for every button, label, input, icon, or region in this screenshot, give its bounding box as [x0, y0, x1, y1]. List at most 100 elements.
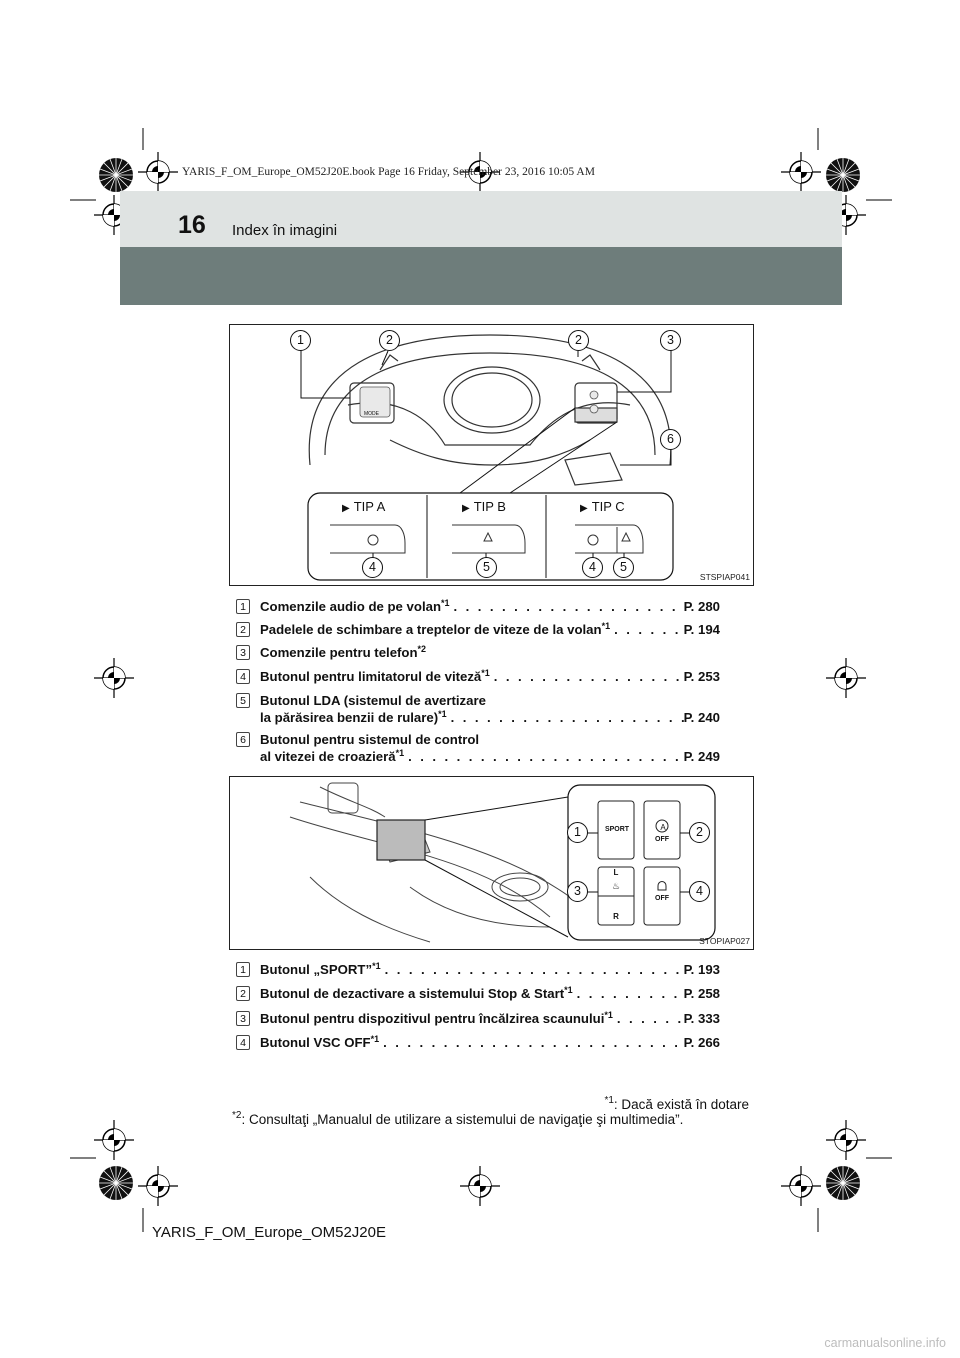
item-text: Butonul pentru dispozitivul pentru încăl… — [260, 1010, 720, 1027]
index-item: 6 Butonul pentru sistemul de controlal vi… — [236, 731, 720, 765]
play-arrow-icon: ▶ — [462, 503, 470, 514]
callout-5b: 5 — [613, 557, 634, 578]
item-label: Butonul de dezactivare a sistemului Stop… — [260, 985, 573, 1002]
index-item: 1 Comenzile audio de pe volan*1. . . . . … — [236, 598, 720, 615]
item-number-box: 5 — [236, 693, 250, 708]
item-label: Padelele de schimbare a treptelor de vit… — [260, 621, 610, 638]
page-reference-link[interactable]: P. 333 — [684, 1010, 720, 1027]
page-reference-link[interactable]: P. 194 — [684, 621, 720, 638]
callout-6: 6 — [660, 429, 681, 450]
page-reference-link[interactable]: P. 249 — [684, 748, 720, 765]
index-item: 2Padelele de schimbare a treptelor de vi… — [236, 621, 720, 638]
item-label: Butonul pentru dispozitivul pentru încăl… — [260, 1010, 613, 1027]
console-buttons-figure: SPORT A OFF L ♨ R OFF 1 2 3 4 STOPIAP027 — [229, 776, 754, 950]
item-label: Butonul VSC OFF*1 — [260, 1034, 379, 1051]
item-label: la părăsirea benzii de rulare)*1 — [260, 709, 447, 726]
item-label: Butonul pentru sistemul de control — [260, 731, 479, 748]
index-item: 1 Butonul „SPORT”*1. . . . . . . . . . . … — [236, 961, 720, 978]
callout-1: 1 — [290, 330, 311, 351]
item-line: Butonul pentru sistemul de control — [260, 731, 720, 748]
callout-4: 4 — [689, 881, 710, 902]
callout-2: 2 — [689, 822, 710, 843]
steering-wheel-illustration: MODE — [230, 325, 753, 585]
item-line: Butonul de dezactivare a sistemului Stop… — [260, 985, 720, 1002]
watermark: carmanualsonline.info — [824, 1336, 946, 1350]
item-number-box: 1 — [236, 962, 250, 977]
item-line: la părăsirea benzii de rulare)*1. . . . … — [260, 709, 720, 726]
play-arrow-icon: ▶ — [580, 503, 588, 514]
item-label: Butonul pentru limitatorul de viteză*1 — [260, 668, 490, 685]
seat-heater-left-label: L — [611, 868, 621, 877]
page-reference-link[interactable]: P. 280 — [684, 598, 720, 615]
item-line: Butonul pentru limitatorul de viteză*1. … — [260, 668, 720, 685]
item-text: Butonul pentru limitatorul de viteză*1. … — [260, 668, 720, 685]
item-number-box: 4 — [236, 1035, 250, 1050]
footnote-marker: *1 — [396, 748, 405, 758]
page-number: 16 — [178, 211, 206, 240]
item-number-box: 3 — [236, 645, 250, 660]
item-label: Butonul „SPORT”*1 — [260, 961, 381, 978]
item-number-box: 3 — [236, 1011, 250, 1026]
index-item: 4 Butonul VSC OFF*1. . . . . . . . . . . … — [236, 1034, 720, 1051]
item-line: Butonul pentru dispozitivul pentru încăl… — [260, 1010, 720, 1027]
footer-code: YARIS_F_OM_Europe_OM52J20E — [152, 1224, 386, 1241]
tip-b-label: ▶TIP B — [462, 499, 506, 514]
leader-dots: . . . . . . . . . . . . . . . . . . . . … — [447, 709, 684, 726]
footnote-marker: *1 — [438, 709, 447, 719]
callout-5: 5 — [476, 557, 497, 578]
item-label: Comenzile audio de pe volan*1 — [260, 598, 450, 615]
index-item: 4 Butonul pentru limitatorul de viteză*1.… — [236, 668, 720, 685]
book-info: YARIS_F_OM_Europe_OM52J20E.book Page 16 … — [182, 166, 595, 178]
item-line: al vitezei de croazieră*1. . . . . . . .… — [260, 748, 720, 765]
figure-code: STOPIAP027 — [699, 936, 750, 946]
leader-dots: . . . . . . . . . . . . . . . . . . . . … — [613, 1010, 684, 1027]
callout-1: 1 — [567, 822, 588, 843]
footnote-marker: *1 — [564, 985, 573, 995]
mode-label: MODE — [364, 411, 380, 417]
leader-dots: . . . . . . . . . . . . . . . . . . . . … — [610, 621, 683, 638]
footnote-marker: *1 — [372, 961, 381, 971]
item-line: Padelele de schimbare a treptelor de vit… — [260, 621, 720, 638]
item-label: Comenzile pentru telefon*2 — [260, 644, 426, 661]
page-reference-link[interactable]: P. 253 — [684, 668, 720, 685]
item-number-box: 6 — [236, 732, 250, 747]
item-number-box: 2 — [236, 986, 250, 1001]
item-line: Butonul VSC OFF*1. . . . . . . . . . . .… — [260, 1034, 720, 1051]
item-text: Butonul VSC OFF*1. . . . . . . . . . . .… — [260, 1034, 720, 1051]
steering-wheel-figure: MODE 1 2 2 3 6 — [229, 324, 754, 586]
page-reference-link[interactable]: P. 193 — [684, 961, 720, 978]
leader-dots: . . . . . . . . . . . . . . . . . . . . … — [573, 985, 684, 1002]
index-item: 2 Butonul de dezactivare a sistemului Sto… — [236, 985, 720, 1002]
item-label: Butonul LDA (sistemul de avertizare — [260, 692, 486, 709]
item-text: Comenzile pentru telefon*2 — [260, 644, 720, 661]
item-line: Comenzile audio de pe volan*1. . . . . .… — [260, 598, 720, 615]
item-number-box: 4 — [236, 669, 250, 684]
footnote-marker: *1 — [441, 598, 450, 608]
footnote-marker: *1 — [481, 668, 490, 678]
leader-dots: . . . . . . . . . . . . . . . . . . . . … — [450, 598, 684, 615]
item-number-box: 1 — [236, 599, 250, 614]
page-reference-link[interactable]: P. 240 — [684, 709, 720, 726]
tip-a-label: ▶TIP A — [342, 499, 385, 514]
item-text: Comenzile audio de pe volan*1. . . . . .… — [260, 598, 720, 615]
leader-dots: . . . . . . . . . . . . . . . . . . . . … — [490, 668, 684, 685]
page-reference-link[interactable]: P. 266 — [684, 1034, 720, 1051]
header-band — [120, 191, 842, 247]
stop-start-letter: A — [658, 823, 668, 832]
page-reference-link[interactable]: P. 258 — [684, 985, 720, 1002]
item-line: Butonul „SPORT”*1. . . . . . . . . . . .… — [260, 961, 720, 978]
callout-2: 2 — [379, 330, 400, 351]
console-illustration — [230, 777, 753, 949]
index-item: 3 Comenzile pentru telefon*2 — [236, 644, 720, 661]
seat-heater-icon: ♨ — [610, 881, 622, 892]
index-item: 3 Butonul pentru dispozitivul pentru încă… — [236, 1010, 720, 1027]
item-line: Comenzile pentru telefon*2 — [260, 644, 720, 661]
sport-button-label: SPORT — [602, 826, 632, 833]
footnote-marker: *1 — [371, 1034, 380, 1044]
item-line: Butonul LDA (sistemul de avertizare — [260, 692, 720, 709]
item-label: al vitezei de croazieră*1 — [260, 748, 404, 765]
leader-dots: . . . . . . . . . . . . . . . . . . . . … — [379, 1034, 683, 1051]
